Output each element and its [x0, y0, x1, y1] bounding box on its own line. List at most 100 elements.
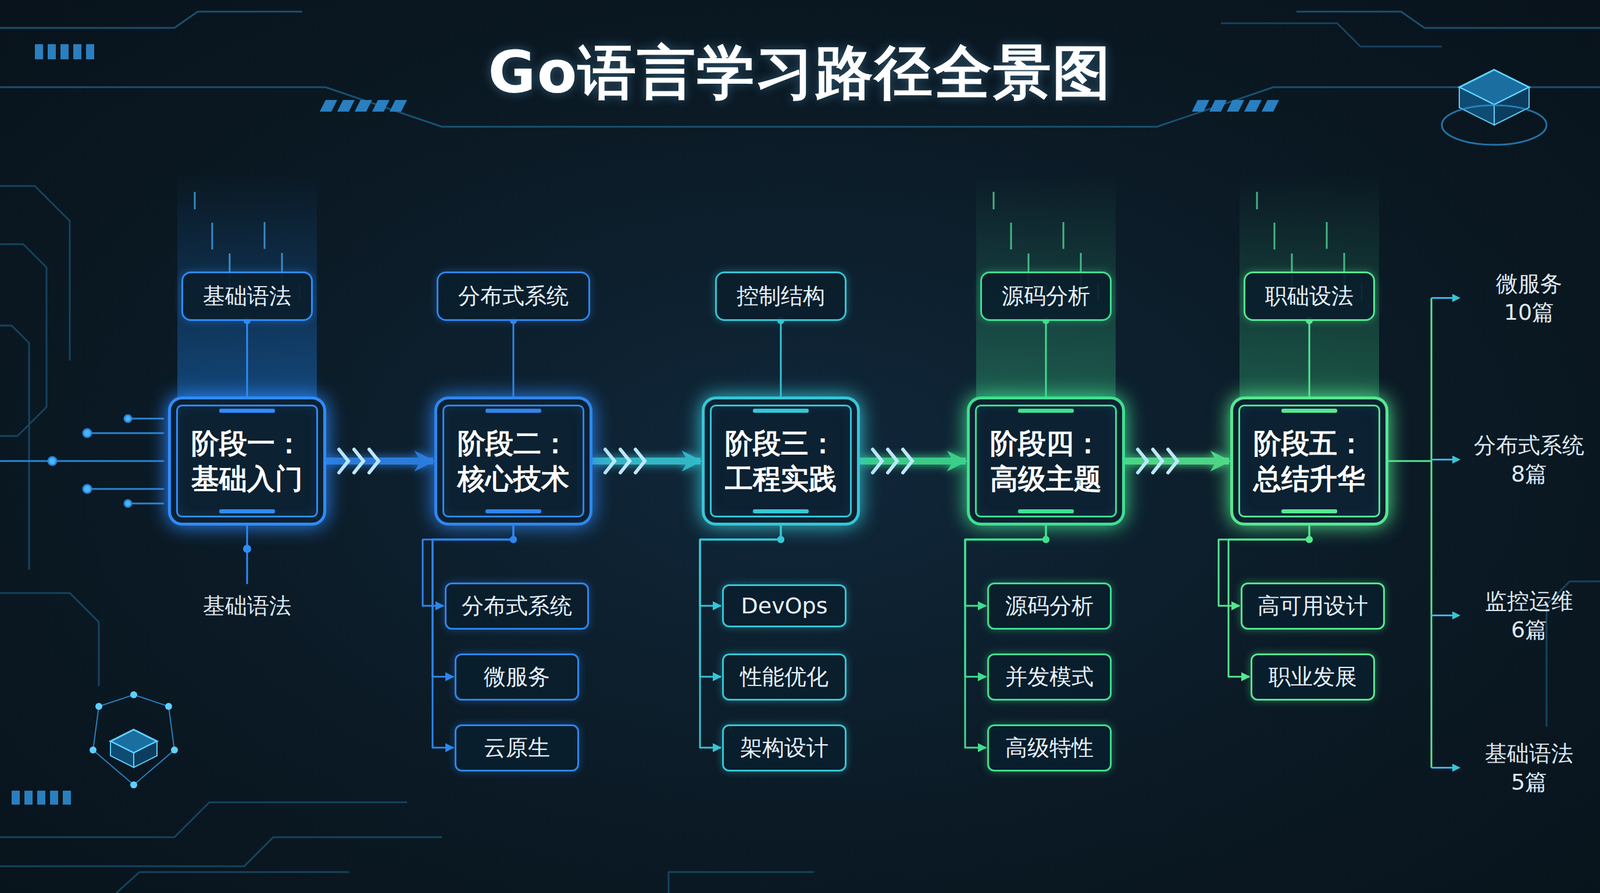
stage-label: 工程实践 [725, 461, 837, 497]
topic-label: 微服务 [483, 662, 550, 692]
topic-label: 性能优化 [740, 662, 829, 692]
stage-label: 阶段一： [191, 425, 303, 462]
stage-label: 阶段四： [990, 425, 1102, 462]
stat-label: 分布式系统 [1473, 430, 1585, 461]
topic-label: 分布式系统 [458, 281, 569, 312]
connector [1045, 320, 1048, 398]
topic-label: 分布式系统 [461, 591, 573, 621]
topic-label: 源码分析 [1005, 591, 1094, 621]
chip-pin [485, 509, 542, 514]
topic-tag: 职础设法 [1243, 271, 1375, 321]
topic-box: 源码分析 [987, 582, 1112, 630]
stat-label: 10篇 [1504, 297, 1555, 328]
junction-dot [777, 536, 785, 544]
leaf-label: 基础语法 [202, 591, 292, 621]
chip-pin [1281, 509, 1338, 514]
chevron-decor [872, 449, 882, 473]
stage-label: 核心技术 [457, 461, 570, 497]
topic-label: 云原生 [483, 733, 550, 763]
circuit-traces [0, 23, 1600, 893]
chip-pin [1281, 408, 1338, 413]
junction-dot [509, 536, 517, 544]
connector [1308, 320, 1311, 398]
topic-label: 架构设计 [740, 733, 829, 763]
stat-label: 基础语法 [1484, 738, 1574, 769]
junction-dot [1042, 536, 1050, 544]
stage-chip: 阶段二：核心技术 [434, 396, 593, 526]
connector [700, 525, 781, 748]
stage-chip: 阶段五：总结升华 [1230, 396, 1389, 526]
chevron-decor [1152, 449, 1163, 473]
topic-tag: 分布式系统 [436, 271, 591, 321]
topic-box: DevOps [722, 584, 847, 628]
stage-label: 高级主题 [990, 461, 1102, 497]
junction-dot [1305, 536, 1313, 544]
header-frame [0, 11, 1600, 127]
junction-dot [777, 536, 785, 544]
stage-label: 阶段二： [457, 425, 570, 462]
topic-tag: 基础语法 [181, 271, 313, 321]
junction-dot [1305, 536, 1313, 544]
stat-label: 微服务 [1495, 269, 1563, 299]
bracket-line [1388, 460, 1432, 463]
chevron-decor [1137, 449, 1148, 473]
topic-label: 源码分析 [1001, 281, 1091, 312]
bracket-line [1430, 298, 1433, 769]
stage-chip: 阶段一：基础入门 [168, 396, 327, 526]
topic-label: 职业发展 [1268, 662, 1357, 692]
stage-label: 阶段三： [725, 425, 837, 462]
connector [965, 525, 1046, 748]
chevron-decor [1168, 449, 1178, 473]
junction-dot [509, 536, 517, 544]
chevron-decor [354, 449, 364, 473]
chip-pin [752, 509, 809, 514]
cube-icon [89, 69, 1547, 789]
chip-pin [219, 509, 275, 514]
stage-chip: 阶段四：高级主题 [966, 396, 1125, 526]
topic-label: 控制结构 [736, 281, 825, 312]
topic-box: 分布式系统 [444, 582, 589, 630]
chevron-decor [369, 449, 379, 473]
topic-label: 并发模式 [1005, 662, 1094, 692]
connector [432, 525, 514, 748]
bracket-arrow [1431, 766, 1457, 769]
chevron-decor [605, 449, 615, 473]
stat-label: 监控运维 [1484, 586, 1574, 617]
topic-label: DevOps [741, 593, 828, 619]
topic-tag: 源码分析 [980, 271, 1112, 321]
topic-box: 并发模式 [987, 653, 1112, 701]
topic-label: 高级特性 [1005, 733, 1094, 763]
stat-label: 6篇 [1511, 615, 1548, 645]
topic-tag: 控制结构 [715, 271, 847, 321]
junction-dot [1042, 536, 1050, 544]
chip-pin [752, 408, 809, 413]
connector [780, 320, 782, 398]
glow-column [1239, 174, 1380, 402]
glow-column [976, 174, 1116, 402]
chip-pin [1018, 509, 1074, 514]
stage-label: 阶段五： [1253, 425, 1366, 462]
glow-column [177, 174, 317, 402]
topic-box: 架构设计 [722, 724, 847, 772]
stat-label: 5篇 [1511, 767, 1548, 798]
stage-chip: 阶段三：工程实践 [701, 396, 860, 526]
chip-pin [1018, 408, 1074, 413]
topic-box: 高可用设计 [1240, 582, 1385, 630]
stage-label: 基础入门 [191, 461, 303, 497]
junction-dot [777, 536, 785, 544]
connector [246, 320, 249, 398]
stage-label: 总结升华 [1253, 461, 1366, 497]
bracket-arrow [1431, 614, 1457, 617]
stat-label: 8篇 [1511, 459, 1548, 489]
topic-box: 微服务 [454, 653, 580, 701]
junction-dot [509, 536, 517, 544]
hatch-bars [11, 44, 1280, 805]
topic-label: 职础设法 [1265, 281, 1354, 312]
chip-pin [485, 408, 542, 413]
leader-line [246, 525, 249, 585]
diagram-title: Go语言学习路径全景图 [488, 34, 1113, 113]
chevron-decor [902, 449, 913, 473]
junction-dot [1042, 536, 1050, 544]
topic-box: 高级特性 [987, 724, 1112, 772]
